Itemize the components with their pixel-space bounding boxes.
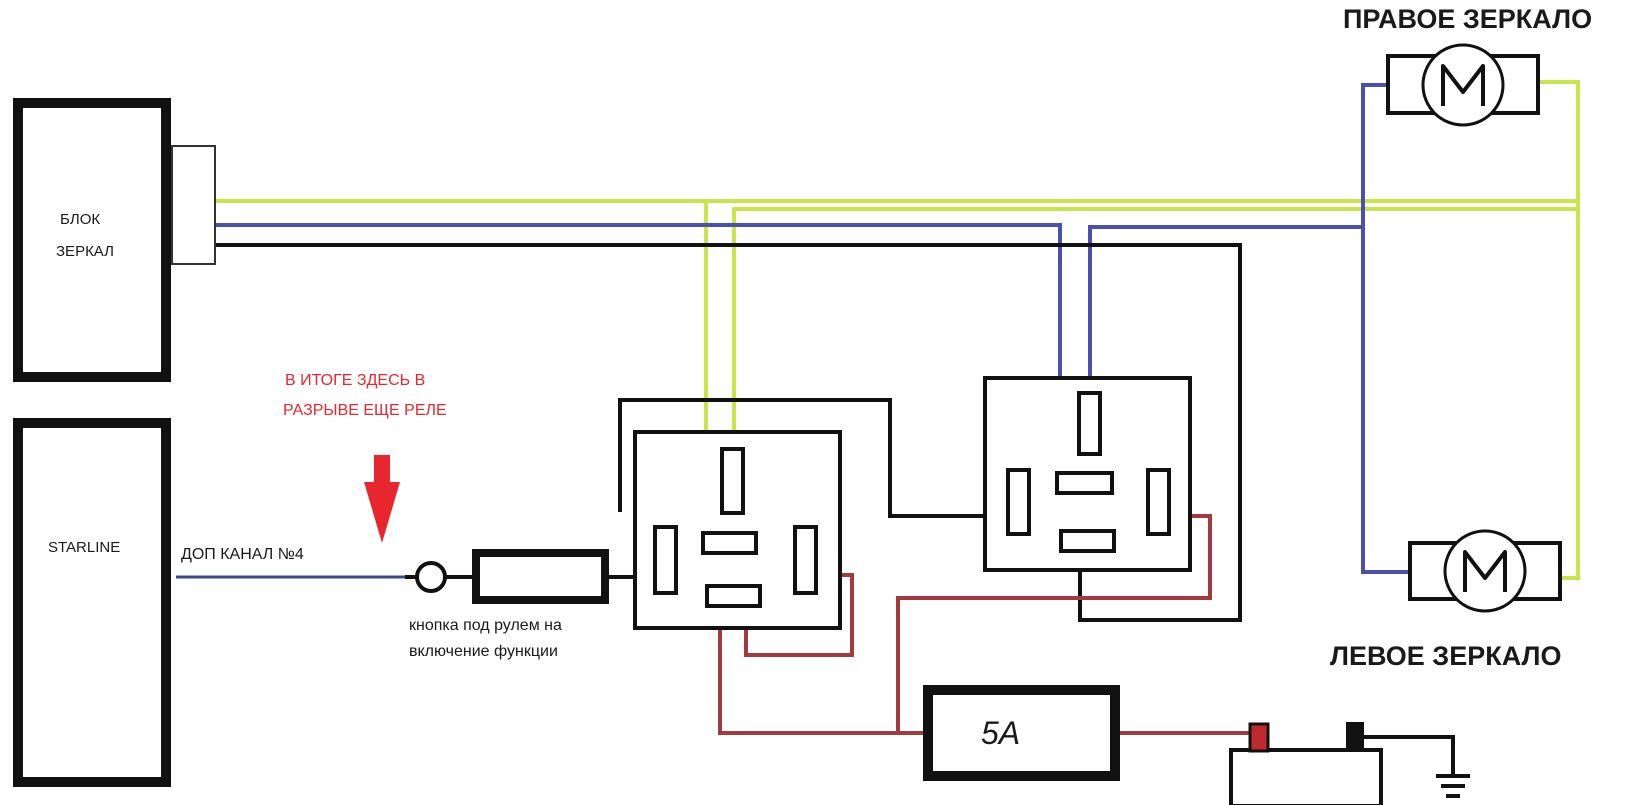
inline-fuse — [472, 549, 609, 604]
extra-channel-label: ДОП КАНАЛ №4 — [181, 546, 304, 563]
arrow-down-icon — [364, 455, 400, 543]
relay-2-pin-30 — [1059, 529, 1116, 553]
mirror-control-block: БЛОК ЗЕРКАЛ — [13, 98, 216, 382]
mirror-block-connector — [171, 145, 216, 265]
motor-m-icon — [1443, 529, 1527, 613]
starline-body — [13, 418, 171, 787]
relay-2-pin-85 — [1006, 468, 1031, 536]
red-wire-relay1-fuse — [718, 604, 928, 735]
starline-unit: STARLINE ДОП КАНАЛ №4 — [13, 418, 304, 787]
button-caption-line1: кнопка под рулем на — [409, 617, 562, 634]
relay-1-pin-85 — [653, 525, 678, 595]
battery-terminal-minus — [1346, 722, 1364, 752]
blue-wire-mirrors — [1361, 83, 1410, 574]
motor-m-glyph — [1441, 64, 1485, 106]
green-wire-relay1-pin — [732, 207, 1578, 449]
fuse-5a-label: 5A — [981, 715, 1020, 751]
relay-2-pin-86 — [1146, 468, 1171, 536]
green-wire-mirrors — [1536, 80, 1580, 580]
left-mirror-motor: ЛЕВОЕ ЗЕРКАЛО — [1330, 529, 1562, 671]
relay-1-pin-87a — [701, 531, 758, 555]
red-wire-relay2 — [896, 514, 1212, 733]
mirror-block-body — [13, 98, 171, 382]
fuse-5a: 5A — [923, 685, 1120, 781]
motor-m-icon — [1421, 43, 1505, 127]
motor-m-glyph — [1463, 550, 1507, 592]
relay-2 — [983, 376, 1192, 572]
battery-terminal-plus — [1248, 722, 1270, 753]
black-wire-relay-link — [618, 398, 1008, 518]
starline-label: STARLINE — [48, 539, 120, 556]
button-caption-line2: включение функции — [409, 643, 558, 660]
green-wires — [215, 80, 1580, 580]
battery-body — [1229, 748, 1383, 805]
relay-note-line2: РАЗРЫВЕ ЕЩЕ РЕЛЕ — [283, 402, 447, 419]
mirror-block-label-line1: БЛОК — [60, 211, 100, 228]
left-mirror-label: ЛЕВОЕ ЗЕРКАЛО — [1330, 641, 1561, 671]
relay-1-pin-86 — [793, 525, 818, 595]
battery-icon — [1229, 722, 1383, 805]
right-mirror-motor: ПРАВОЕ ЗЕРКАЛО — [1343, 4, 1592, 127]
relay-note-line1: В ИТОГЕ ЗДЕСЬ В — [285, 372, 425, 389]
mirror-block-label-line2: ЗЕРКАЛ — [56, 243, 114, 260]
relay-1 — [633, 430, 842, 630]
relay-2-pin-87a — [1055, 471, 1114, 495]
ground-icon — [1363, 735, 1470, 798]
relay-note: В ИТОГЕ ЗДЕСЬ В РАЗРЫВЕ ЕЩЕ РЕЛЕ — [283, 372, 447, 543]
blue-wire-relay2-pin — [1088, 225, 1363, 393]
fuse-5a-body — [923, 685, 1120, 781]
right-mirror-label: ПРАВОЕ ЗЕРКАЛО — [1343, 4, 1592, 34]
push-button-icon[interactable] — [415, 561, 447, 593]
relay-1-pin-87 — [720, 447, 745, 515]
relay-1-pin-30 — [705, 584, 762, 608]
relay-2-pin-87 — [1077, 391, 1102, 456]
